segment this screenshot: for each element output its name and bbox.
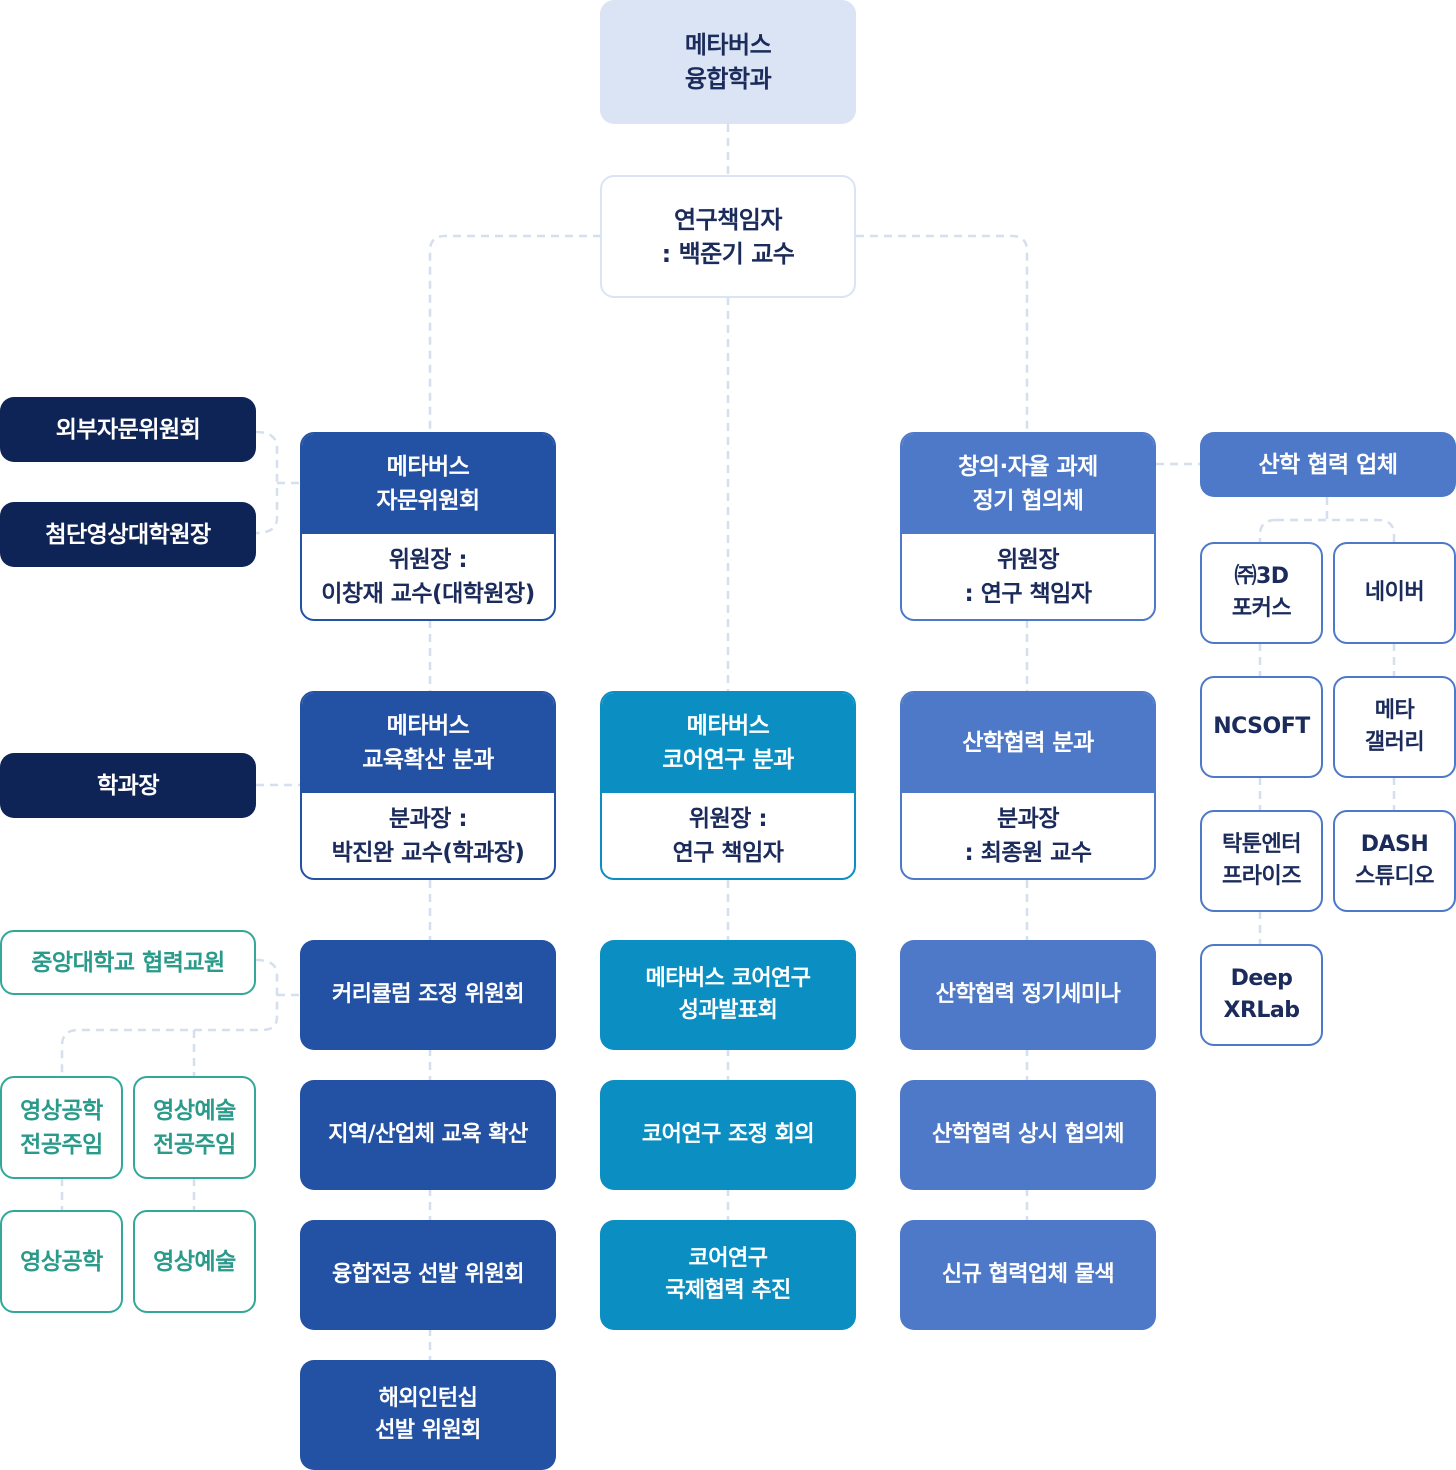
- partner-company: Deep XRLab: [1200, 944, 1323, 1046]
- partner-company: ㈜3D 포커스: [1200, 542, 1323, 644]
- creative-council-title: 창의·자율 과제 정기 협의체: [902, 434, 1154, 534]
- partner-company: DASH 스튜디오: [1333, 810, 1456, 912]
- education-item: 커리큘럼 조정 위원회: [300, 940, 556, 1050]
- program-head-box: 메타버스 융합학과: [600, 0, 856, 124]
- industry-item: 산학협력 상시 협의체: [900, 1080, 1156, 1190]
- advisory-committee-box: 메타버스 자문위원회 위원장 : 이창재 교수(대학원장): [300, 432, 556, 621]
- education-division-title: 메타버스 교육확산 분과: [302, 693, 554, 793]
- education-item: 해외인턴십 선발 위원회: [300, 1360, 556, 1470]
- education-division-chair: 분과장 : 박진완 교수(학과장): [331, 805, 525, 866]
- external-advisory-committee: 외부자문위원회: [0, 397, 256, 462]
- industry-division-chair: 분과장 : 최종원 교수: [964, 805, 1092, 866]
- film-engineering-chief: 영상공학 전공주임: [0, 1076, 123, 1179]
- creative-council-box: 창의·자율 과제 정기 협의체 위원장 : 연구 책임자: [900, 432, 1156, 621]
- industry-item: 산학협력 정기세미나: [900, 940, 1156, 1050]
- core-research-division-title: 메타버스 코어연구 분과: [602, 693, 854, 793]
- education-division-box: 메타버스 교육확산 분과 분과장 : 박진완 교수(학과장): [300, 691, 556, 880]
- advisory-committee-chair: 위원장 : 이창재 교수(대학원장): [321, 546, 535, 607]
- core-research-item: 메타버스 코어연구 성과발표회: [600, 940, 856, 1050]
- industry-division-box: 산학협력 분과 분과장 : 최종원 교수: [900, 691, 1156, 880]
- pi-title: 연구책임자: [674, 205, 782, 234]
- film-art: 영상예술: [133, 1210, 256, 1313]
- creative-council-chair: 위원장 : 연구 책임자: [964, 546, 1092, 607]
- industry-partners-title: 산학 협력 업체: [1200, 432, 1456, 497]
- pi-name: : 백준기 교수: [661, 239, 795, 268]
- advisory-committee-title: 메타버스 자문위원회: [302, 434, 554, 534]
- industry-item: 신규 협력업체 물색: [900, 1220, 1156, 1330]
- education-item: 지역/산업체 교육 확산: [300, 1080, 556, 1190]
- core-research-item: 코어연구 조정 회의: [600, 1080, 856, 1190]
- principal-investigator-box: 연구책임자 : 백준기 교수: [600, 175, 856, 298]
- core-research-item: 코어연구 국제협력 추진: [600, 1220, 856, 1330]
- film-art-chief: 영상예술 전공주임: [133, 1076, 256, 1179]
- cooperating-faculty: 중앙대학교 협력교원: [0, 930, 256, 995]
- program-head-line1: 메타버스: [684, 31, 772, 59]
- partner-company: 네이버: [1333, 542, 1456, 644]
- partner-company: NCSOFT: [1200, 676, 1323, 778]
- department-head: 학과장: [0, 753, 256, 818]
- core-research-division-chair: 위원장 : 연구 책임자: [672, 805, 784, 866]
- program-head-line2: 융합학과: [684, 65, 772, 93]
- graduate-school-dean: 첨단영상대학원장: [0, 502, 256, 567]
- partner-company: 탁툰엔터 프라이즈: [1200, 810, 1323, 912]
- film-engineering: 영상공학: [0, 1210, 123, 1313]
- education-item: 융합전공 선발 위원회: [300, 1220, 556, 1330]
- partner-company: 메타 갤러리: [1333, 676, 1456, 778]
- industry-division-title: 산학협력 분과: [902, 693, 1154, 793]
- core-research-division-box: 메타버스 코어연구 분과 위원장 : 연구 책임자: [600, 691, 856, 880]
